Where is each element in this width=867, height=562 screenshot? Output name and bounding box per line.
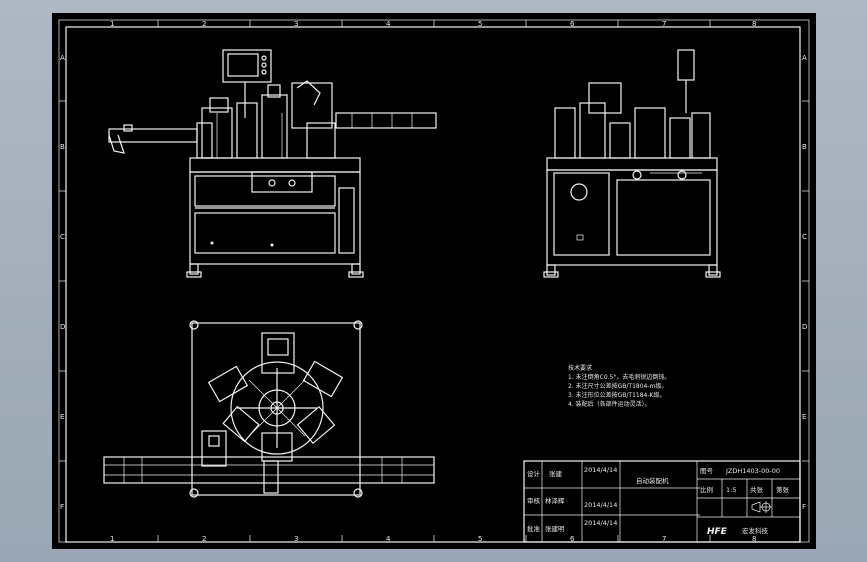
row-marker-e: E [60,413,64,421]
row-marker-c-right: C [802,233,807,241]
column-markers: 1 2 3 4 5 6 7 8 1 2 3 4 5 6 7 8 [110,20,756,543]
note-line-2: 2. 未注尺寸公差按GB/T1804-m级。 [568,382,667,390]
row-marker-c: C [60,233,65,241]
col-marker-2-bottom: 2 [202,535,206,543]
col-marker-1-bottom: 1 [110,535,114,543]
row-marker-f: F [60,503,64,511]
title-block: 设计 张建 2014/4/14 审核 林泽辉 2014/4/14 批准 张建明 … [523,460,801,543]
designer-label: 设计 [527,469,541,478]
drawing-number: JZDH1403-00-00 [725,467,780,475]
scale-label: 比例 [700,485,713,494]
col-marker-8-bottom: 8 [752,535,756,543]
row-marker-e-right: E [802,413,806,421]
projection-symbol-icon [751,501,772,513]
col-marker-4: 4 [386,20,391,28]
col-marker-6-bottom: 6 [570,535,575,543]
note-line-4: 4. 装配后（各部件运动灵活）。 [568,400,651,408]
top-view [103,320,435,498]
approver-name: 张建明 [545,524,565,533]
col-marker-6: 6 [570,20,575,28]
row-marker-b-right: B [802,143,807,151]
row-marker-a: A [60,54,65,62]
row-marker-a-right: A [802,54,807,62]
notes-title: 技术要求 [568,364,592,372]
scale-value: 1:5 [726,486,736,494]
part-name: 自动装配机 [636,476,669,485]
company-name: 宏发科技 [742,526,769,535]
col-marker-5-bottom: 5 [478,535,482,543]
note-line-3: 3. 未注形位公差按GB/T1184-K级。 [568,391,665,399]
drawing-sheet: 1 2 3 4 5 6 7 8 1 2 3 4 5 6 7 8 A B C D … [58,19,810,543]
cad-drawing-viewport[interactable]: 1 2 3 4 5 6 7 8 1 2 3 4 5 6 7 8 A B C D … [52,13,816,549]
technical-notes: 技术要求 1. 未注倒角C0.5°，去毛刺锐边倒钝。 2. 未注尺寸公差按GB/… [568,364,670,408]
row-marker-d: D [60,323,65,331]
checker-label: 审核 [527,496,541,505]
sheet-value: 第张 [776,485,790,494]
company-logo: HFE [707,527,728,537]
col-marker-3-bottom: 3 [294,535,298,543]
col-marker-3: 3 [294,20,298,28]
design-date: 2014/4/14 [584,466,617,474]
side-view [543,49,721,278]
drawing-no-label: 图号 [700,467,714,475]
row-markers: A B C D E F A B C D E F [59,54,809,511]
inner-border [65,26,801,543]
sheet-label: 共张 [750,485,764,494]
checker-name: 林泽辉 [545,496,565,505]
check-date: 2014/4/14 [584,501,617,509]
row-marker-f-right: F [802,503,806,511]
col-marker-7: 7 [662,20,666,28]
front-view [108,49,437,278]
col-marker-5: 5 [478,20,482,28]
col-marker-1: 1 [110,20,114,28]
col-marker-2: 2 [202,20,206,28]
approve-date: 2014/4/14 [584,519,617,527]
row-marker-b: B [60,143,65,151]
designer-name: 张建 [549,469,563,478]
approver-label: 批准 [527,524,541,533]
col-marker-7-bottom: 7 [662,535,666,543]
col-marker-8: 8 [752,20,756,28]
col-marker-4-bottom: 4 [386,535,391,543]
row-marker-d-right: D [802,323,807,331]
note-line-1: 1. 未注倒角C0.5°，去毛刺锐边倒钝。 [568,373,670,381]
